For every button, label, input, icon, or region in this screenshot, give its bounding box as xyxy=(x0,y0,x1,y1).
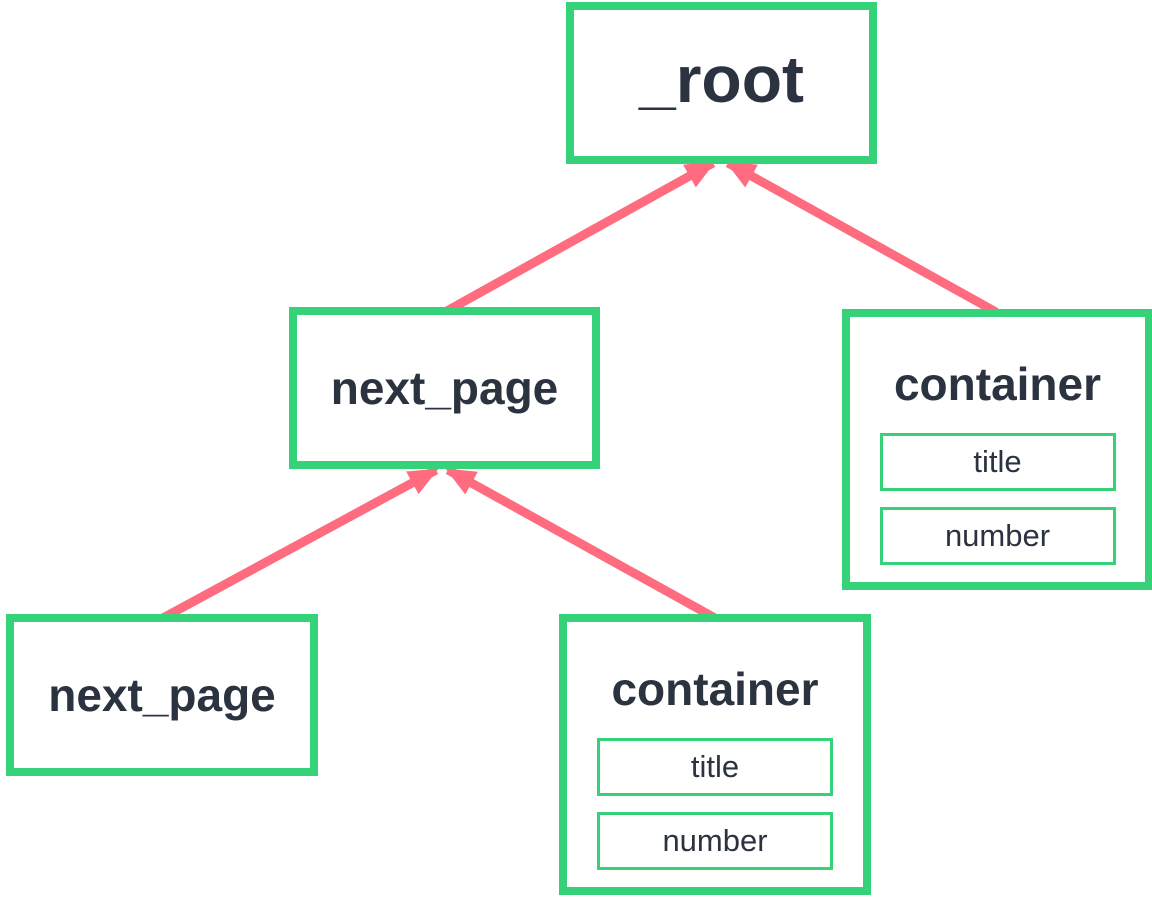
node-root-label: _root xyxy=(639,42,804,116)
edge-container-bottom-to-next-page xyxy=(445,466,718,622)
node-next-page-mid-label: next_page xyxy=(330,362,559,414)
field-title: title xyxy=(879,433,1116,491)
node-container-bottom-label: container xyxy=(611,663,819,715)
node-next-page-left-label: next_page xyxy=(48,669,276,721)
node-root: _root xyxy=(566,2,877,164)
node-next-page-left: next_page xyxy=(6,614,318,776)
edge-next-page-to-root xyxy=(442,159,716,316)
node-next-page-mid: next_page xyxy=(289,307,600,469)
node-container-right: container title number xyxy=(842,309,1152,590)
node-container-bottom: container title number xyxy=(559,614,871,895)
edge-next-page-left-to-next-page xyxy=(160,466,439,622)
field-number: number xyxy=(879,507,1116,565)
node-container-right-label: container xyxy=(893,358,1102,410)
field-title: title xyxy=(597,738,833,796)
field-number: number xyxy=(597,812,833,870)
edge-container-right-to-root xyxy=(725,159,999,316)
